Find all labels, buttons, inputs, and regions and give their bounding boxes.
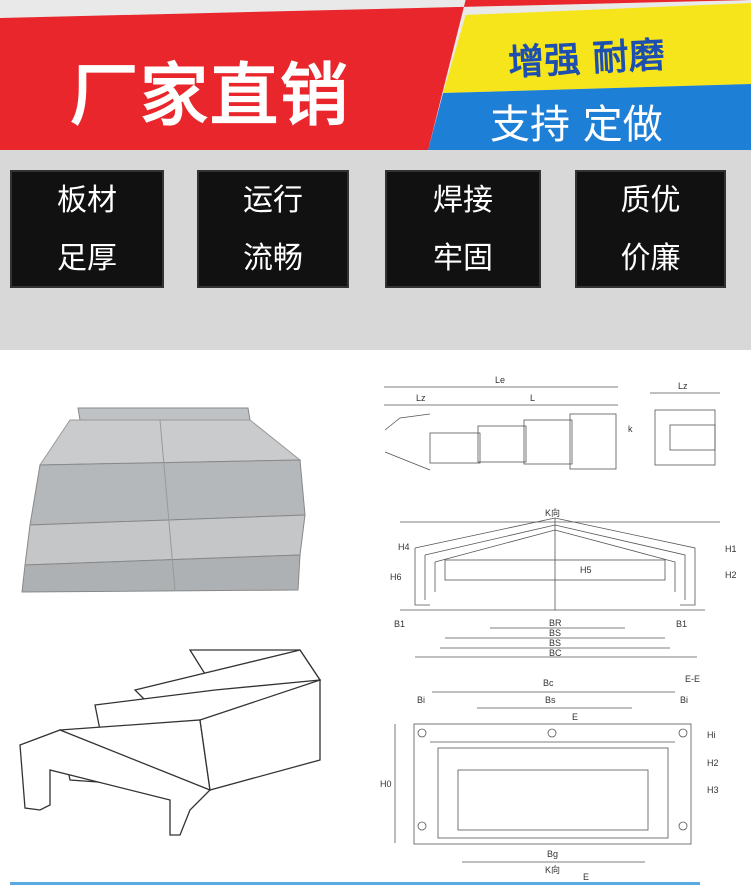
yellow-stripe xyxy=(443,3,751,93)
feature-box: 焊接 牢固 xyxy=(385,170,541,288)
label-bc-section: Bc xyxy=(543,678,554,688)
feature-box: 板材 足厚 xyxy=(10,170,164,288)
feature-line: 质优 xyxy=(620,183,681,218)
feature-line: 运行 xyxy=(243,183,303,218)
label-bi-left: Bi xyxy=(417,695,425,705)
bottom-divider xyxy=(10,882,700,885)
label-h4: H4 xyxy=(398,542,410,552)
label-le: Le xyxy=(495,375,505,385)
blue-panel xyxy=(428,84,751,150)
label-e-top: E xyxy=(572,712,578,722)
feature-line: 足厚 xyxy=(57,241,117,276)
label-bs-section: Bs xyxy=(545,695,556,705)
label-h6: H6 xyxy=(390,572,402,582)
feature-box: 运行 流畅 xyxy=(197,170,349,288)
label-b1-right: B1 xyxy=(676,619,687,629)
label-l: L xyxy=(530,393,535,403)
slogan-top: 增强 耐磨 xyxy=(507,34,666,85)
label-bs1: BS xyxy=(549,628,561,638)
feature-line: 价廉 xyxy=(620,241,681,276)
feature-line: 流畅 xyxy=(243,241,303,276)
label-bs2: BS xyxy=(549,638,561,648)
label-b1-left: B1 xyxy=(394,619,405,629)
label-k: k xyxy=(628,424,633,434)
section-view-diagram xyxy=(394,691,692,863)
label-h1: H1 xyxy=(725,544,737,554)
product-section: Le Lz L k Lz K向 H4 H6 H5 H1 H2 B1 B1 xyxy=(0,350,751,887)
label-lz2: Lz xyxy=(678,381,688,391)
label-bi-right: Bi xyxy=(680,695,688,705)
label-h2: H2 xyxy=(725,570,737,580)
product-drawing-cover xyxy=(19,649,322,836)
label-bg: Bg xyxy=(547,849,558,859)
label-bc: BC xyxy=(549,648,562,658)
label-ee: E-E xyxy=(685,674,700,684)
label-hi: Hi xyxy=(707,730,716,740)
label-k-view: K向 xyxy=(545,507,560,518)
label-e-bottom: E xyxy=(583,872,589,882)
label-br: BR xyxy=(549,618,562,628)
product-illustrations: Le Lz L k Lz K向 H4 H6 H5 H1 H2 B1 B1 xyxy=(19,375,737,882)
promo-banner: 厂家直销 增强 耐磨 支持 定做 xyxy=(0,0,751,150)
label-h2-section: H2 xyxy=(707,758,719,768)
slogan-bottom: 支持 定做 xyxy=(490,102,663,148)
feature-box: 质优 价廉 xyxy=(575,170,726,288)
label-lz: Lz xyxy=(416,393,426,403)
label-h5: H5 xyxy=(580,565,592,575)
side-view-diagram xyxy=(384,386,720,471)
product-photo-cover xyxy=(21,407,306,593)
k-view-diagram xyxy=(400,517,720,658)
label-k-section: K向 xyxy=(545,864,560,875)
label-h3: H3 xyxy=(707,785,719,795)
feature-line: 牢固 xyxy=(433,241,493,276)
label-h0: H0 xyxy=(380,779,392,789)
banner-title: 厂家直销 xyxy=(70,57,351,136)
feature-line: 板材 xyxy=(57,183,117,218)
feature-line: 焊接 xyxy=(433,183,493,218)
